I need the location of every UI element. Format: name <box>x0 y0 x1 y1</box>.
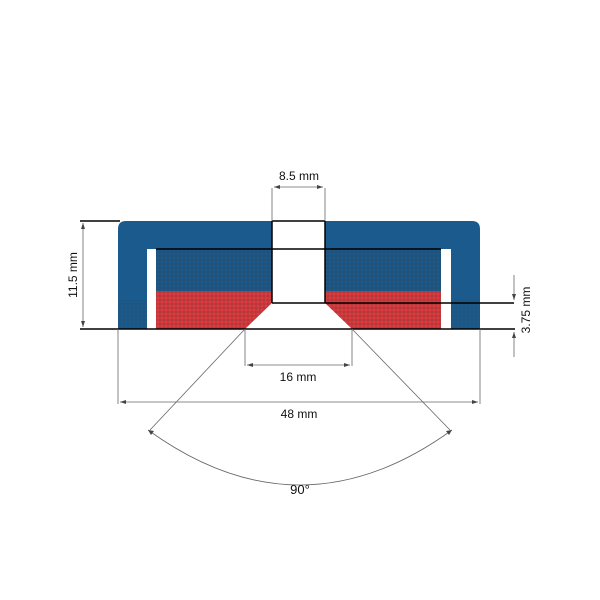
countersink-diameter-label: 16 mm <box>280 370 317 384</box>
outer-diameter-label: 48 mm <box>281 407 318 421</box>
height-label: 11.5 mm <box>66 252 80 298</box>
gap-right <box>441 254 451 329</box>
countersunk-hole <box>245 221 352 329</box>
angle-label: 90° <box>290 482 310 497</box>
countersink-depth-label: 3.75 mm <box>519 287 533 334</box>
gap-left <box>147 254 156 329</box>
hole-diameter-label: 8.5 mm <box>279 169 319 183</box>
